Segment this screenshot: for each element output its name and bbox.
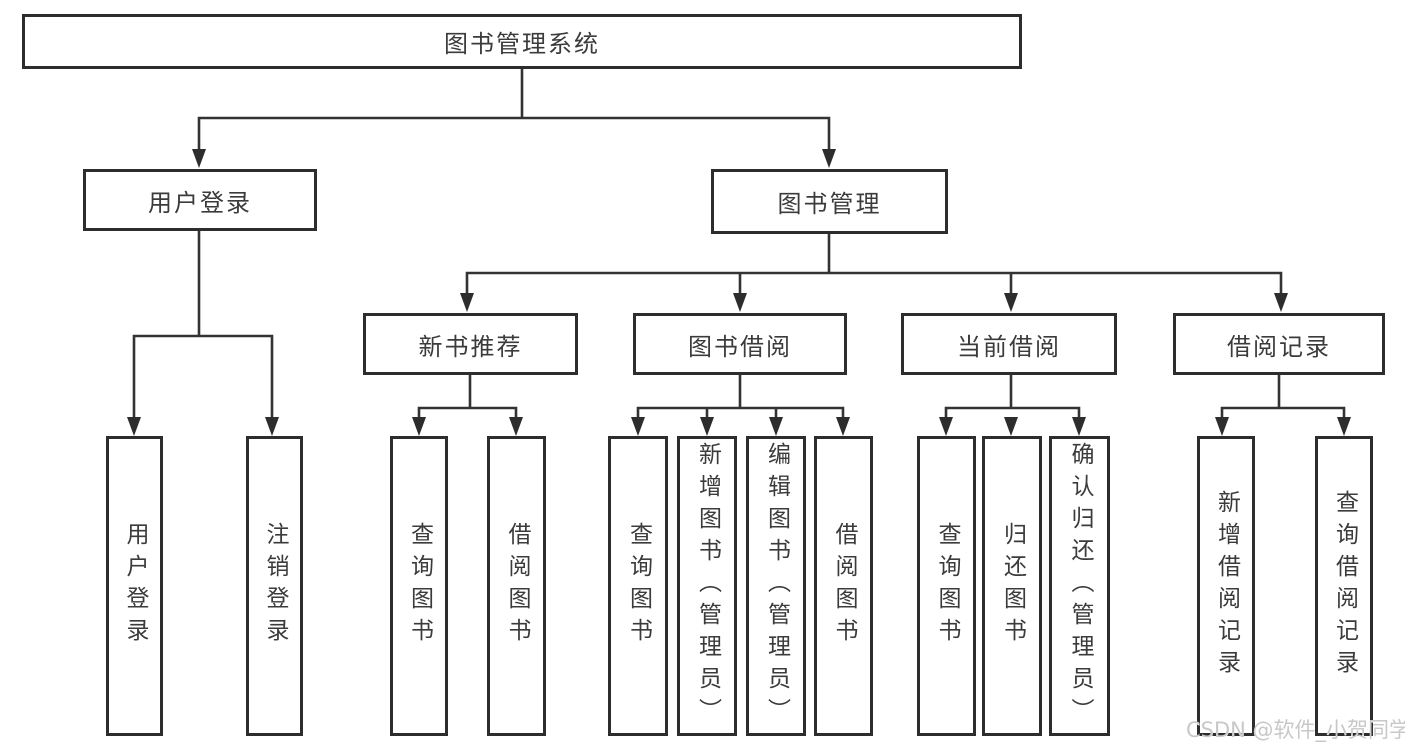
connector-root: [197, 68, 831, 150]
leaf-edit-books-admin: 编辑图书（管理员）: [746, 436, 806, 736]
arrowhead-icon: [1337, 417, 1351, 436]
arrowhead-icon: [1004, 417, 1018, 436]
leaf-query-books-recommend: 查询图书: [390, 436, 448, 736]
arrowhead-icon: [939, 417, 953, 436]
leaf-query-books-current: 查询图书: [917, 436, 976, 736]
arrowhead-icon: [1004, 293, 1018, 312]
arrowhead-icon: [822, 149, 836, 168]
connector-new-book-recommend: [417, 375, 518, 418]
node-new-book-recommend: 新书推荐: [363, 313, 578, 375]
node-book-management: 图书管理: [711, 169, 948, 234]
arrowhead-icon: [192, 149, 206, 168]
node-user-login: 用户登录: [83, 169, 317, 231]
arrowhead-icon: [1274, 293, 1288, 312]
leaf-user-login: 用户登录: [106, 436, 163, 736]
leaf-add-books-admin: 新增图书（管理员）: [677, 436, 737, 736]
arrowhead-icon: [460, 293, 474, 312]
node-library-management-system: 图书管理系统: [22, 14, 1022, 69]
node-book-borrow: 图书借阅: [633, 313, 847, 375]
leaf-query-books-borrow: 查询图书: [608, 436, 668, 736]
leaf-borrow-books-recommend: 借阅图书: [487, 436, 546, 736]
arrowhead-icon: [127, 417, 141, 436]
arrowheads: [127, 149, 1351, 436]
csdn-watermark: CSDN @软件_小贺同学: [1186, 718, 1405, 742]
leaf-return-books: 归还图书: [982, 436, 1042, 736]
leaf-query-borrow-record: 查询借阅记录: [1315, 436, 1373, 736]
arrowhead-icon: [700, 417, 714, 436]
connector-strokes: [132, 68, 1346, 418]
leaf-borrow-books: 借阅图书: [814, 436, 873, 736]
connector-book-management: [465, 234, 1283, 294]
arrowhead-icon: [631, 417, 645, 436]
arrowhead-icon: [769, 417, 783, 436]
node-borrow-records: 借阅记录: [1173, 313, 1385, 375]
arrowhead-icon: [733, 293, 747, 312]
leaf-confirm-return-admin: 确认归还（管理员）: [1049, 436, 1110, 736]
connector-borrow-records: [1220, 375, 1346, 418]
arrowhead-icon: [1215, 417, 1229, 436]
leaf-logout: 注销登录: [246, 436, 303, 736]
connector-user-login: [132, 231, 274, 418]
arrowhead-icon: [412, 417, 426, 436]
node-current-borrow: 当前借阅: [901, 313, 1117, 375]
arrowhead-icon: [836, 417, 850, 436]
leaf-add-borrow-record: 新增借阅记录: [1197, 436, 1255, 736]
connector-current-borrow: [944, 375, 1081, 418]
arrowhead-icon: [265, 417, 279, 436]
arrowhead-icon: [1072, 417, 1086, 436]
connector-book-borrow: [636, 375, 845, 418]
arrowhead-icon: [509, 417, 523, 436]
